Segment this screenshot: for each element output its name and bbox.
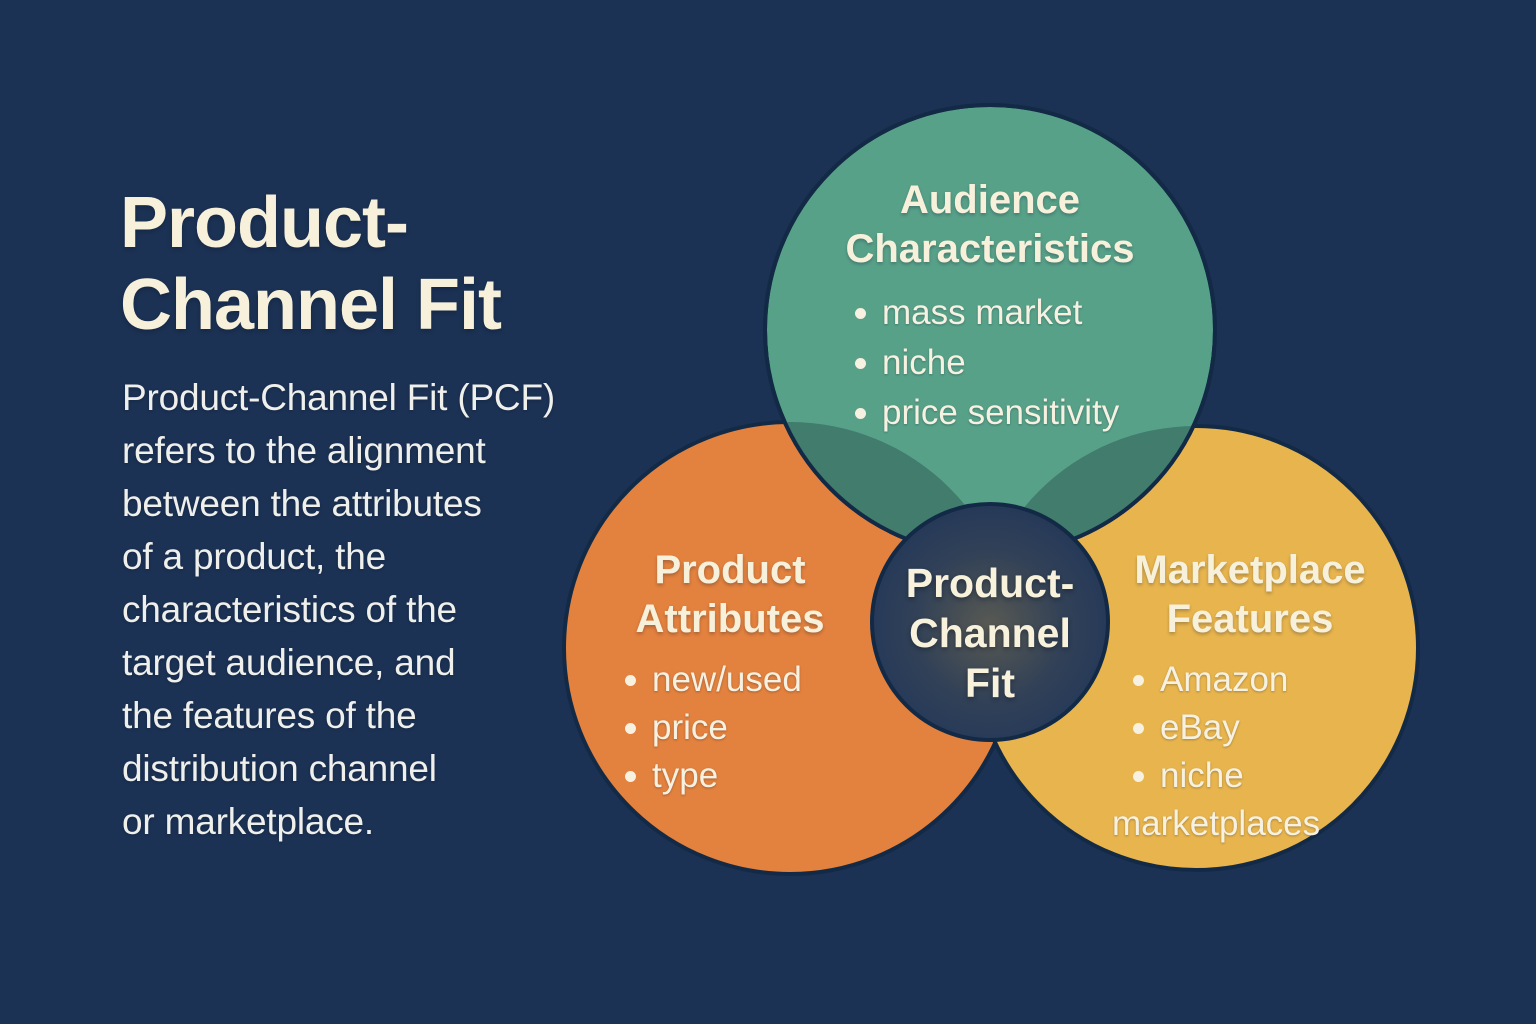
list-item-label: price [652,708,728,747]
list-item: eBay [1130,704,1362,752]
list-item: type [622,752,802,800]
page-title: Product- Channel Fit [120,183,502,346]
bullet-dot [1133,723,1144,734]
list-item: Amazon [1130,656,1362,704]
list-item: new/used [622,656,802,704]
list-item: price sensitivity [852,388,1119,438]
list-item: price [622,704,802,752]
bullet-dot [855,358,866,369]
product-heading: Product Attributes [635,548,825,641]
bullet-dot [1133,675,1144,686]
marketplace-heading: Marketplace Features [1134,548,1366,641]
audience-product-overlap [765,422,1016,555]
bullet-dot [855,308,866,319]
list-item-label: price sensitivity [882,393,1120,432]
audience-heading: Audience Characteristics [845,178,1135,271]
list-item-label: eBay [1160,708,1240,747]
bullet-dot [625,771,636,782]
list-item: niche marketplaces [1112,752,1362,848]
list-item-label: niche [882,343,966,382]
bullet-dot [625,675,636,686]
list-item-label: Amazon [1160,660,1289,699]
list-item: mass market [852,288,1119,338]
bullet-dot [1133,771,1144,782]
product-list: new/used price type [622,656,802,800]
bullet-dot [855,408,866,419]
bullet-dot [625,723,636,734]
list-item-label: new/used [652,660,802,699]
center-label: Product- Channel Fit [905,560,1075,706]
list-item-label: type [652,756,719,795]
list-item-label: mass market [882,293,1083,332]
list-item: niche [852,338,1119,388]
list-item-label: niche marketplaces [1112,756,1321,843]
marketplace-list: Amazon eBay niche marketplaces [1112,656,1362,848]
center-circle-glow [874,506,1106,738]
page-description: Product-Channel Fit (PCF) refers to the … [122,377,555,842]
audience-list: mass market niche price sensitivity [852,288,1119,438]
